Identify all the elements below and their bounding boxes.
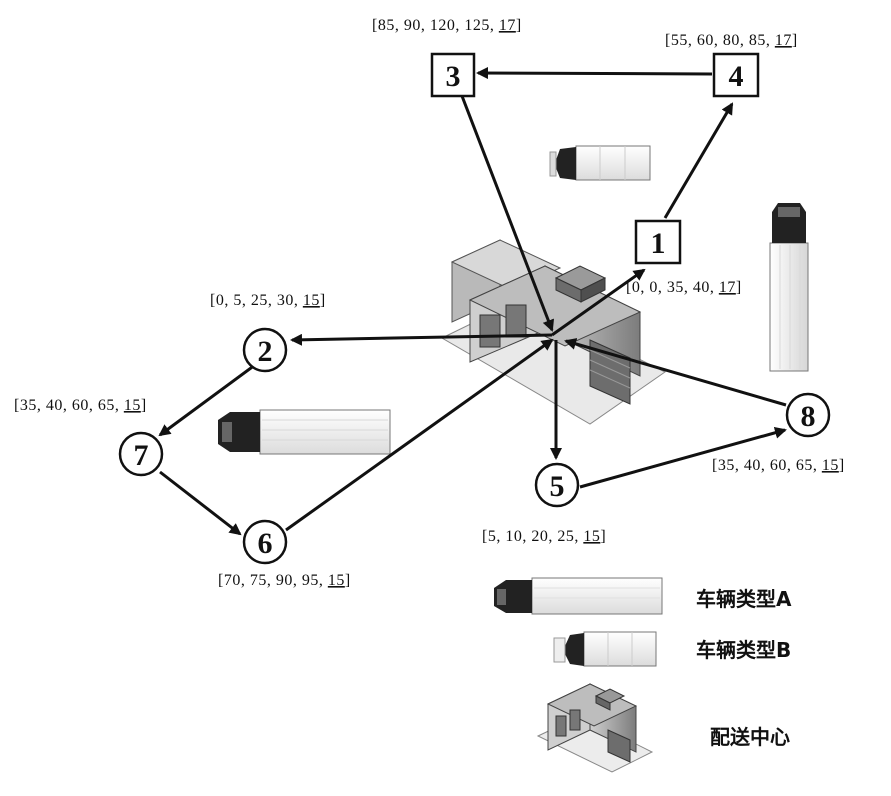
node-6-label: 6 xyxy=(258,527,273,560)
legend-vehicle-b-label: 车辆类型B xyxy=(696,638,791,662)
node-4: 4 xyxy=(714,54,758,96)
arrow-1-to-4 xyxy=(665,104,732,218)
node-5-label: 5 xyxy=(550,470,565,503)
node-8-time-window: [35, 40, 60, 65, 15] xyxy=(712,457,845,474)
legend-vehicle-b-icon xyxy=(554,632,656,666)
node-8: 8 xyxy=(787,394,829,436)
truck-a-vertical-icon xyxy=(770,203,808,371)
node-7-time-window: [35, 40, 60, 65, 15] xyxy=(14,397,147,414)
node-3-time-window: [85, 90, 120, 125, 17] xyxy=(372,17,522,34)
legend-depot-icon xyxy=(538,684,652,772)
node-7-label: 7 xyxy=(134,439,149,472)
node-2-label: 2 xyxy=(258,335,273,368)
node-2: 2 xyxy=(244,329,286,371)
truck-b-icon xyxy=(550,146,650,180)
node-6-time-window: [70, 75, 90, 95, 15] xyxy=(218,572,351,589)
node-7: 7 xyxy=(120,433,162,475)
node-2-time-window: [0, 5, 25, 30, 15] xyxy=(210,292,326,309)
node-5: 5 xyxy=(536,464,578,506)
legend-depot-label: 配送中心 xyxy=(710,725,790,749)
arrow-7-to-6 xyxy=(160,472,240,534)
node-5-time-window: [5, 10, 20, 25, 15] xyxy=(482,528,606,545)
node-3: 3 xyxy=(432,54,474,96)
node-8-label: 8 xyxy=(801,400,816,433)
node-1: 1 xyxy=(636,221,680,263)
truck-a-horizontal-icon xyxy=(218,410,390,454)
legend-vehicle-a-icon xyxy=(494,578,662,614)
node-1-time-window: [0, 0, 35, 40, 17] xyxy=(626,279,742,296)
node-3-label: 3 xyxy=(446,60,461,93)
legend-vehicle-a-label: 车辆类型A xyxy=(696,587,792,611)
node-1-label: 1 xyxy=(651,227,666,260)
arrow-4-to-3 xyxy=(478,73,712,74)
node-4-label: 4 xyxy=(729,60,744,93)
legend: 车辆类型A 车辆类型B 配送中心 xyxy=(494,578,792,772)
node-4-time-window: [55, 60, 80, 85, 17] xyxy=(665,32,798,49)
node-6: 6 xyxy=(244,521,286,563)
